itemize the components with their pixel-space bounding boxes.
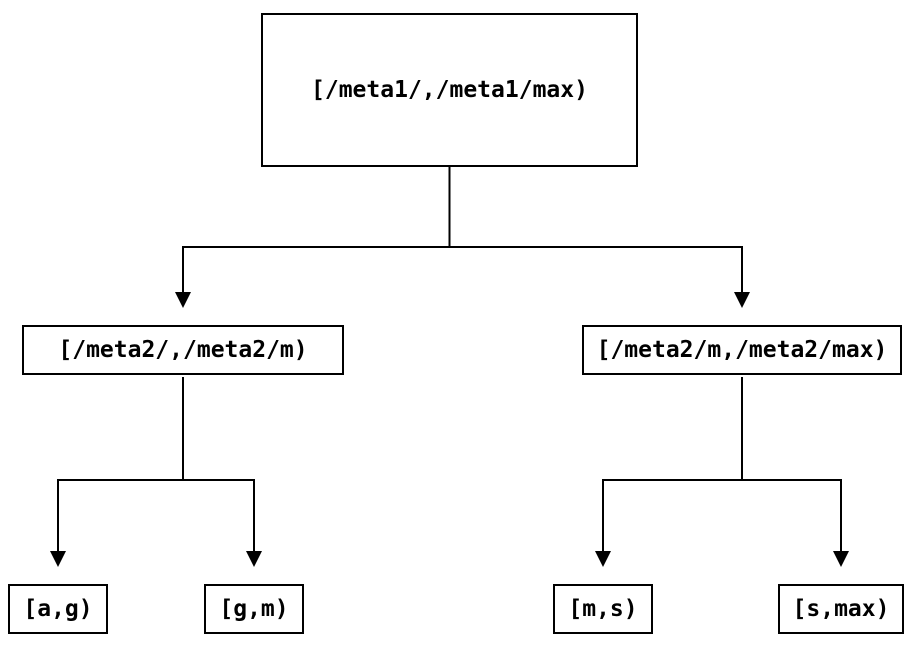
arrow-down-icon-leaf-smax	[833, 551, 849, 567]
node-root: [/meta1/,/meta1/max)	[261, 13, 638, 167]
node-leaf-smax-label: [s,max)	[792, 595, 890, 622]
node-meta2-right: [/meta2/m,/meta2/max)	[582, 325, 902, 375]
node-meta2-left-label: [/meta2/,/meta2/m)	[58, 336, 308, 363]
node-leaf-ag: [a,g)	[8, 584, 108, 634]
node-leaf-smax: [s,max)	[778, 584, 904, 634]
arrow-down-icon-right-child	[734, 292, 750, 308]
node-leaf-gm-label: [g,m)	[219, 595, 289, 622]
node-leaf-gm: [g,m)	[204, 584, 304, 634]
node-root-label: [/meta1/,/meta1/max)	[311, 76, 588, 103]
arrow-down-icon-left-child	[175, 292, 191, 308]
arrow-down-icon-leaf-ag	[50, 551, 66, 567]
edge-root-to-children	[182, 167, 743, 293]
edge-left-to-leaves	[57, 377, 255, 552]
node-meta2-left: [/meta2/,/meta2/m)	[22, 325, 344, 375]
arrow-down-icon-leaf-ms	[595, 551, 611, 567]
edge-right-to-leaves	[602, 377, 842, 552]
node-leaf-ms: [m,s)	[553, 584, 653, 634]
arrow-down-icon-leaf-gm	[246, 551, 262, 567]
node-meta2-right-label: [/meta2/m,/meta2/max)	[596, 336, 888, 363]
node-leaf-ms-label: [m,s)	[568, 595, 638, 622]
node-leaf-ag-label: [a,g)	[23, 595, 93, 622]
